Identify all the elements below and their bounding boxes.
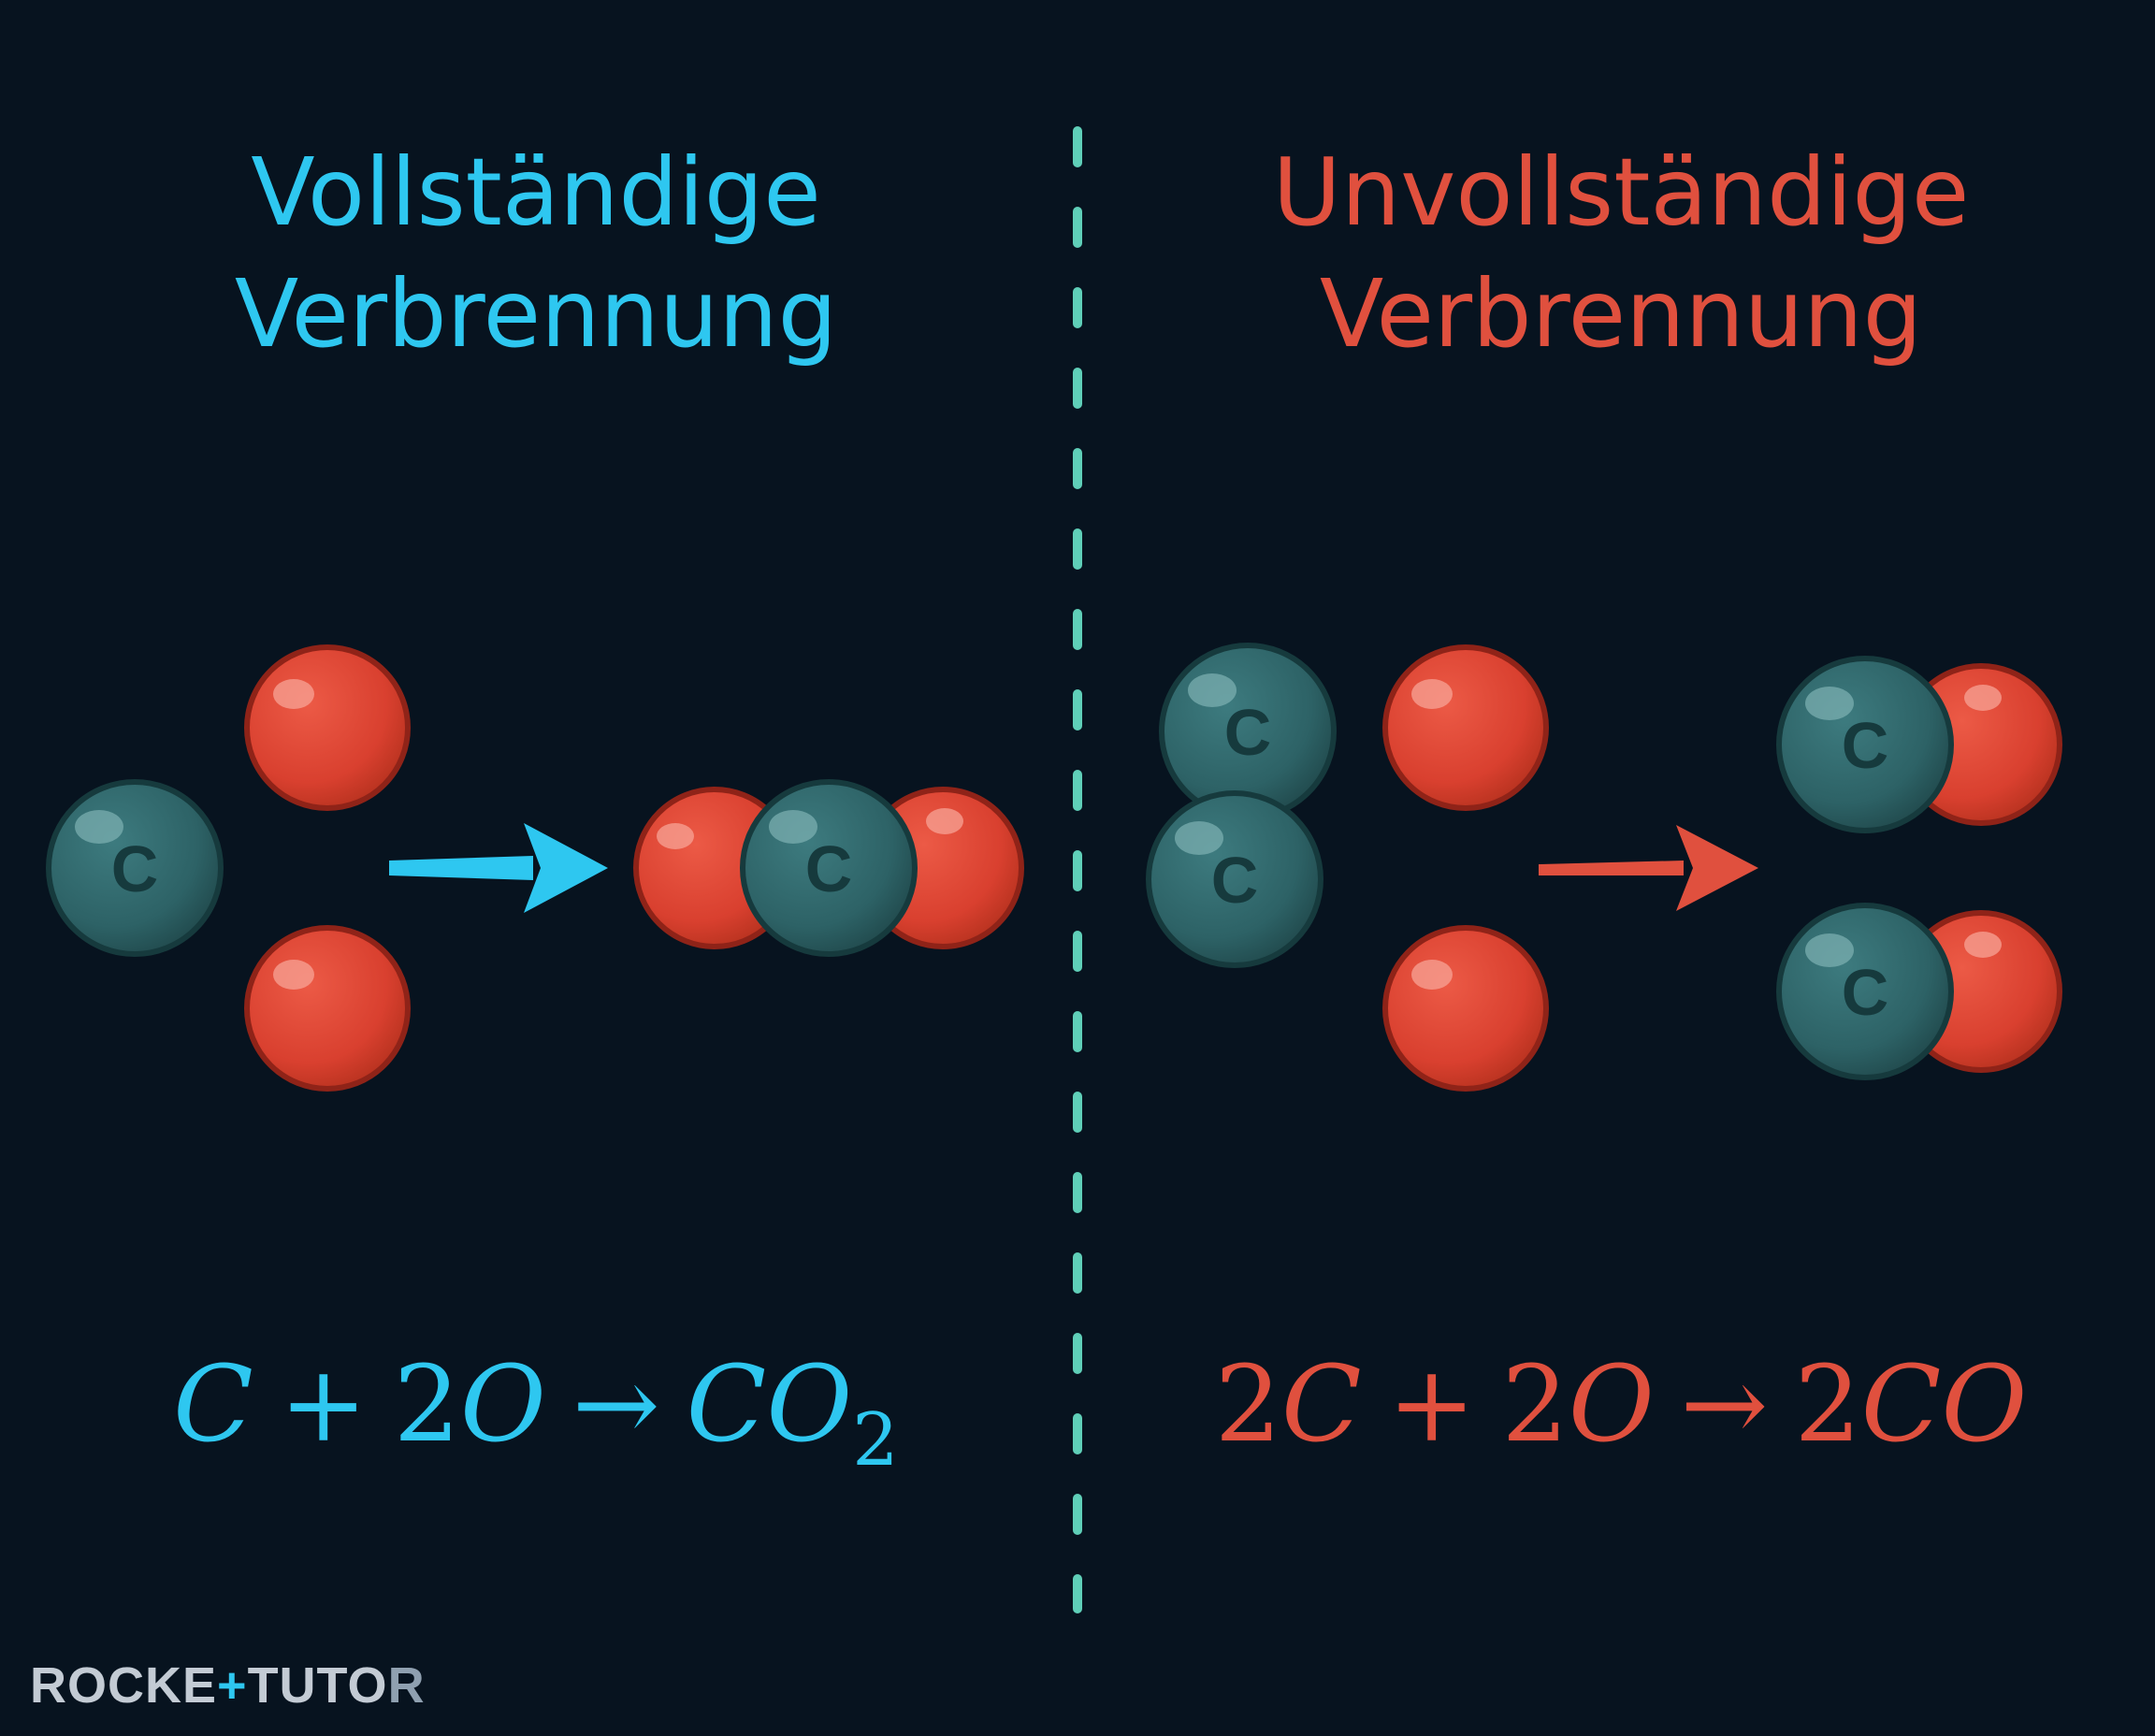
oxygen-atom [1382,925,1549,1092]
reaction-arrow [1539,825,1758,911]
complete-combustion-subtitle: Verbrennung [235,259,837,369]
equation-reactant-oxygen: O [460,1344,546,1466]
incomplete-combustion-title: Unvollständige [1273,137,1970,247]
carbon-atom: C [1776,903,1954,1080]
reaction-arrow [389,823,608,913]
equation-coefficient: 2 [1794,1344,1860,1466]
equation-product: CO [1861,1344,2028,1466]
oxygen-atom [244,925,411,1092]
equation-plus: + [280,1344,368,1466]
equation-reactant-carbon: C [1281,1344,1362,1466]
co2-molecule: C [633,779,1024,957]
svg-text:C: C [111,832,159,905]
equation-coefficient: 2 [1215,1344,1281,1466]
complete-combustion-title: Vollständige [251,137,821,247]
equation-plus: + [1388,1344,1476,1466]
complete-combustion-equation: C+2O→CO2 [173,1344,899,1483]
carbon-atom: C [1776,656,1954,833]
brand-logo: ROCKE+TUTOR [30,1657,426,1714]
svg-text:C: C [1842,709,1889,782]
equation-product: CO [687,1344,853,1466]
equation-subscript: 2 [852,1398,899,1483]
oxygen-atom [244,644,411,811]
svg-text:C: C [1211,844,1259,917]
equation-reactant-carbon: C [173,1344,253,1466]
svg-text:C: C [1224,696,1272,769]
equation-coefficient: 2 [1502,1344,1569,1466]
svg-text:C: C [1842,956,1889,1029]
oxygen-atom [1382,644,1549,811]
equation-arrow: → [572,1344,660,1466]
incomplete-combustion-equation: 2C+2O→2CO [1215,1344,2028,1466]
carbon-atom: C [1146,790,1323,968]
carbon-atom: C [1159,643,1337,820]
equation-coefficient: 2 [394,1344,460,1466]
incomplete-combustion-subtitle: Verbrennung [1320,259,1922,369]
carbon-atom: C [740,779,918,957]
carbon-atom: C [46,779,224,957]
svg-text:C: C [805,832,853,905]
co-molecule: C [1776,903,2062,1080]
brand-plus-mark: + [217,1657,248,1714]
co-molecule: C [1776,656,2062,833]
equation-reactant-oxygen: O [1569,1344,1655,1466]
equation-arrow: → [1681,1344,1769,1466]
